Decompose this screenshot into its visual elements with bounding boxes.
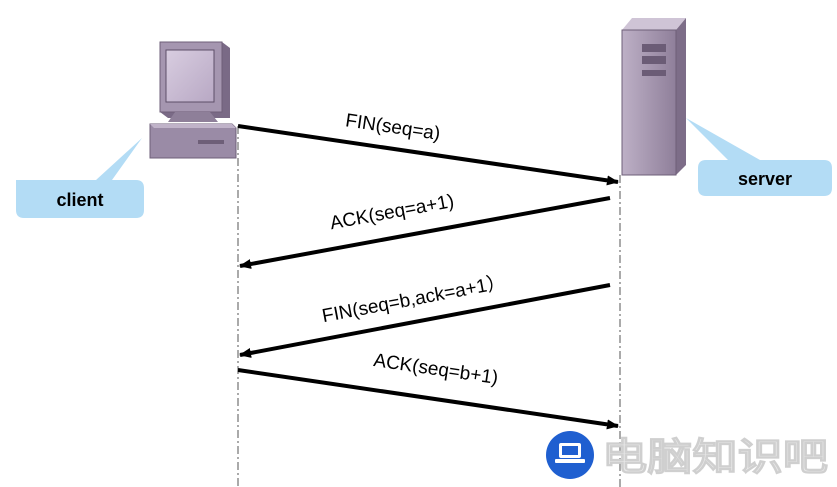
server-label: server [738,169,792,189]
client-label-bubble: client [16,138,144,218]
message-label-fin-1: FIN(seq=a) [344,110,442,145]
watermark: 电脑知识吧 [546,431,829,480]
server-label-bubble: server [686,118,832,196]
message-ack-1: ACK(seq=a+1) [239,191,611,269]
message-label-ack-1: ACK(seq=a+1) [328,191,455,234]
message-fin-1: FIN(seq=a) [237,110,619,186]
message-ack-2: ACK(seq=b+1) [237,350,619,430]
watermark-text: 电脑知识吧 [602,435,828,479]
server-tower-icon [621,18,686,176]
message-fin-2: FIN(seq=b,ack=a+1） [239,271,611,358]
client-label: client [56,190,103,210]
message-label-ack-2: ACK(seq=b+1) [372,350,499,389]
client-computer-icon [149,41,237,159]
laptop-icon [555,443,585,463]
message-label-fin-2: FIN(seq=b,ack=a+1） [320,271,507,327]
